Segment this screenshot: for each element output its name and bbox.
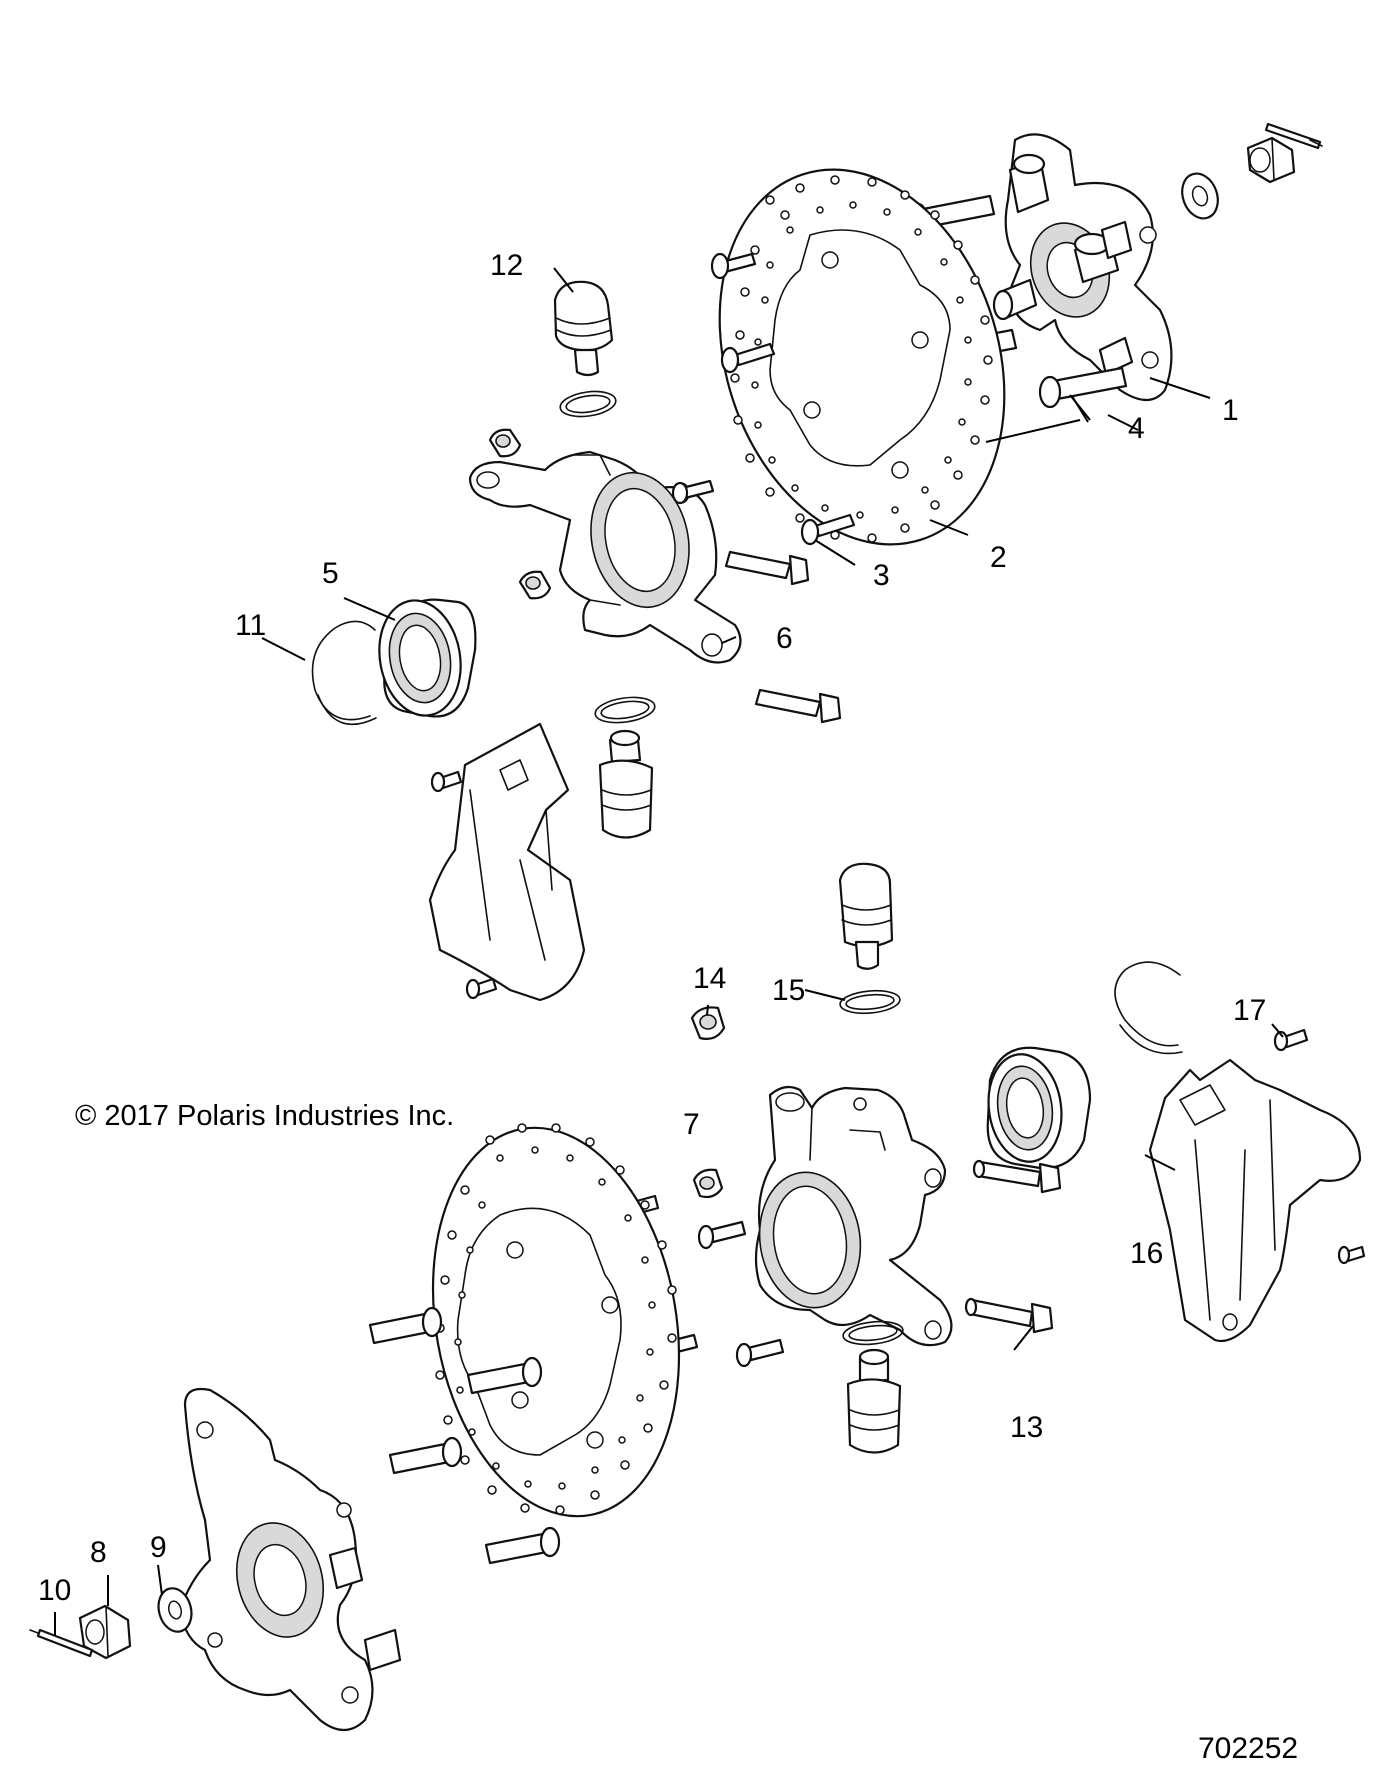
callout-17: 17: [1233, 994, 1266, 1027]
caliper-bolt-lower-1: [972, 1159, 1062, 1194]
wheel-stud-upper-3: [1038, 366, 1128, 409]
retaining-ring-upper: [311, 620, 377, 726]
callout-3: 3: [873, 559, 890, 592]
washer-lower: [157, 1587, 193, 1633]
small-screw-lower-2: [1337, 1245, 1366, 1265]
ball-joint-upper-2: [598, 729, 654, 839]
callout-8: 8: [90, 1536, 107, 1569]
cotter-pin-upper: [1264, 122, 1323, 150]
bushing-upper-1: [488, 428, 522, 458]
callout-1: 1: [1222, 394, 1239, 427]
callout-12: 12: [490, 249, 523, 282]
wheel-stud-lower-2: [466, 1356, 543, 1395]
wheel-stud-lower-1: [368, 1306, 443, 1345]
wheel-stud-lower-3: [388, 1436, 463, 1475]
callout-10: 10: [38, 1574, 71, 1607]
callout-14: 14: [693, 962, 726, 995]
drawing-number: 702252: [1198, 1732, 1298, 1765]
disc-screw-upper-2: [800, 513, 856, 546]
snap-ring-lower: [839, 989, 901, 1015]
snap-ring-upper: [559, 390, 617, 418]
brake-disc-upper: [718, 168, 1006, 546]
callout-16: 16: [1130, 1237, 1163, 1270]
wheel-bearing-upper: [378, 598, 477, 718]
ball-joint-upper: [553, 280, 614, 377]
callout-5: 5: [322, 557, 339, 590]
castle-nut-upper: [1246, 136, 1296, 184]
retaining-ring-lower: [1114, 961, 1183, 1055]
brake-disc-lower: [431, 1123, 681, 1518]
caliper-bolt-upper-1: [724, 550, 810, 586]
disc-screw-upper-1: [720, 342, 776, 374]
caliper-bolt-lower-2: [964, 1297, 1054, 1334]
caliper-bracket-upper: [428, 722, 586, 1002]
washer-upper: [1181, 172, 1219, 220]
small-screw-17: [1273, 1028, 1309, 1052]
callout-4: 4: [1128, 412, 1145, 445]
disc-screw-lower-3: [735, 1338, 785, 1368]
wheel-bearing-lower: [986, 1046, 1092, 1170]
callout-6: 6: [776, 622, 793, 655]
callout-15: 15: [772, 974, 805, 1007]
copyright-notice: © 2017 Polaris Industries Inc.: [75, 1100, 454, 1132]
callout-2: 2: [990, 541, 1007, 574]
snap-ring-upper-2: [594, 696, 656, 724]
ball-joint-lower-top: [838, 862, 894, 970]
caliper-bracket-lower: [1148, 1058, 1362, 1343]
small-screw-upper-3: [465, 977, 498, 1000]
bushing-upper-2: [518, 570, 552, 600]
callout-11: 11: [235, 609, 266, 642]
steering-knuckle-lower: [754, 1085, 953, 1347]
wheel-hub-upper: [992, 133, 1173, 402]
wheel-hub-lower: [178, 1387, 402, 1732]
wheel-stud-lower-4: [484, 1526, 561, 1565]
disc-screw-upper-3: [710, 252, 757, 280]
leader-lines: [54, 267, 1284, 1635]
cotter-pin-lower: [29, 1628, 94, 1658]
disc-screw-lower-2: [697, 1220, 747, 1250]
callout-9: 9: [150, 1531, 167, 1564]
ball-joint-lower: [846, 1348, 902, 1454]
callout-13: 13: [1010, 1411, 1043, 1444]
small-screw-upper-2: [430, 770, 463, 793]
castle-nut-lower: [78, 1604, 132, 1660]
bushing-lower-2: [692, 1168, 724, 1199]
caliper-bolt-upper-2: [754, 688, 842, 724]
callout-7: 7: [683, 1108, 700, 1141]
small-screw-upper: [671, 479, 715, 505]
snap-ring-lower-2: [842, 1320, 904, 1346]
